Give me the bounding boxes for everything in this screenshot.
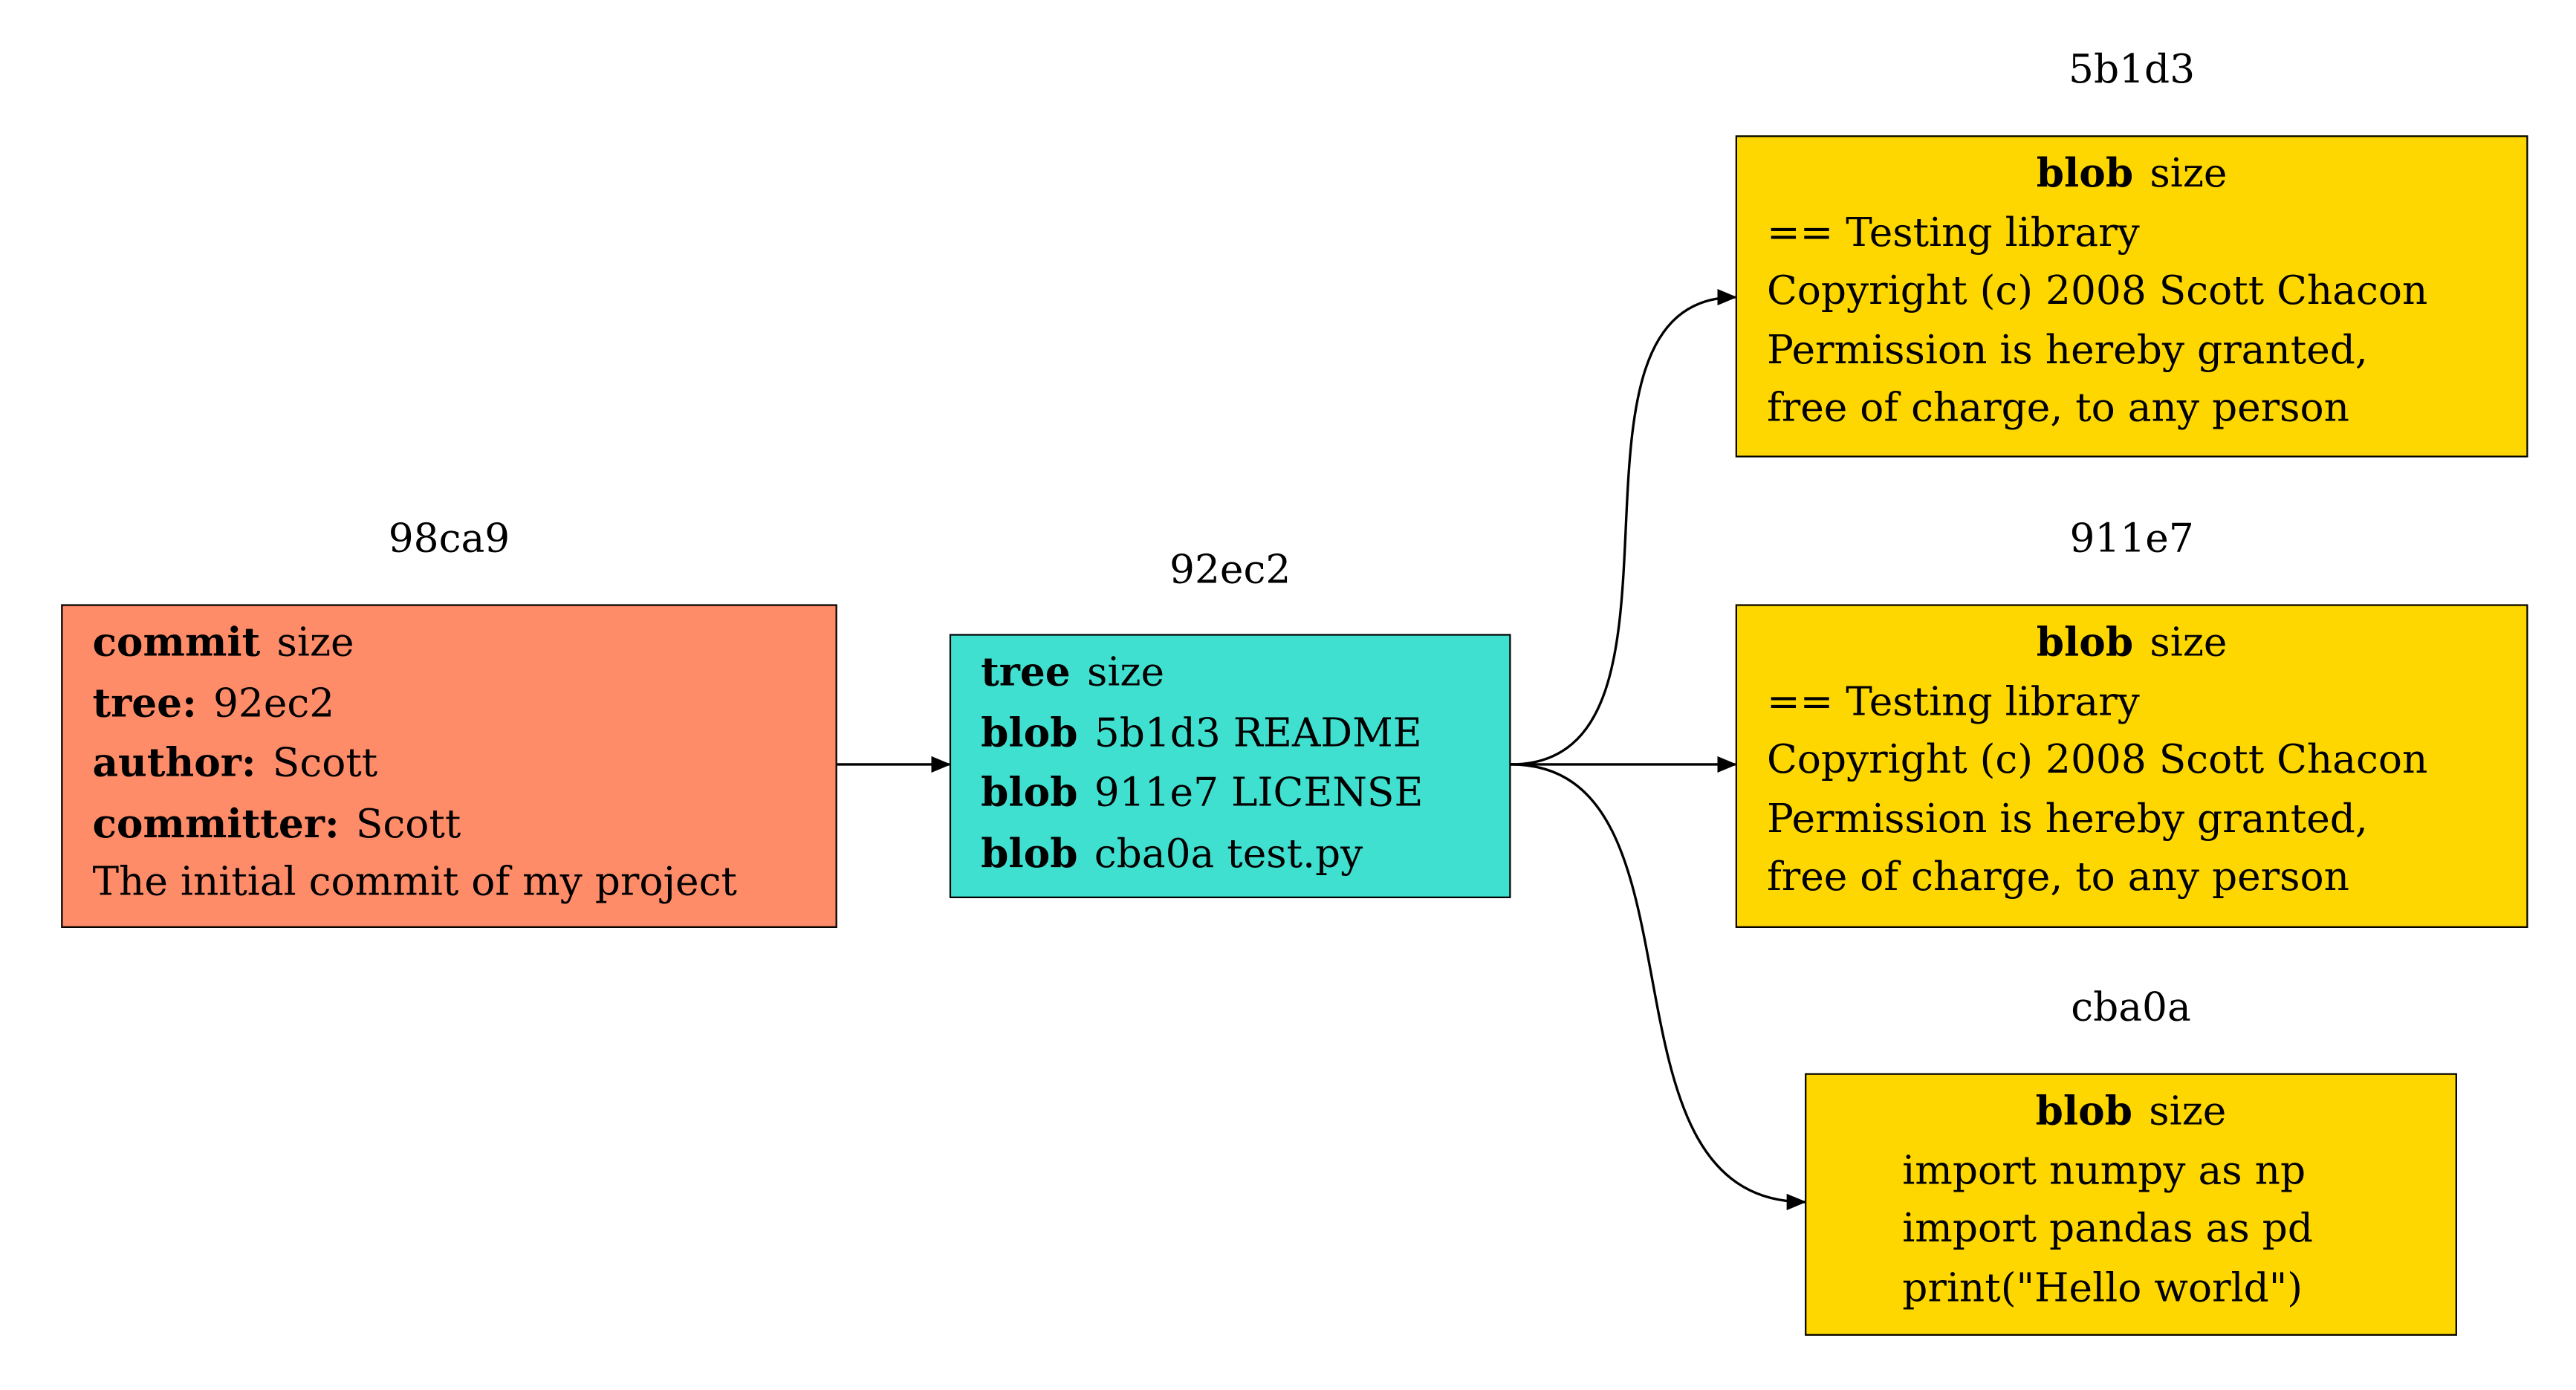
commit-tree-value: 92ec2 <box>213 679 335 726</box>
blob-id-label: 5b1d3 <box>2069 46 2196 93</box>
blob-content-line: == Testing library <box>1766 678 2140 724</box>
commit-message: The initial commit of my project <box>92 858 737 905</box>
commit-tree-row: tree: 92ec2 <box>92 673 805 733</box>
tree-size-label: size <box>1086 649 1165 695</box>
blob-type-label: blob <box>2035 1086 2133 1134</box>
commit-header-row: commit size <box>92 613 805 673</box>
commit-author-row: author: Scott <box>92 733 805 793</box>
blob-node-5b1d3: blob size == Testing library Copyright (c… <box>1735 135 2528 458</box>
blob-size-label: size <box>2150 619 2228 666</box>
tree-entry-type: blob <box>981 707 1078 756</box>
tree-entry-value: 5b1d3 README <box>1094 709 1422 756</box>
blob-content-line: import numpy as np <box>1902 1146 2306 1193</box>
tree-type-label: tree <box>981 647 1071 695</box>
commit-id-label: 98ca9 <box>388 515 510 562</box>
commit-author-value: Scott <box>272 739 378 786</box>
tree-entry-value: 911e7 LICENSE <box>1094 769 1424 816</box>
blob-size-label: size <box>2150 150 2228 197</box>
blob-header-row: blob size <box>1902 1082 2456 1142</box>
commit-author-key: author: <box>92 738 256 786</box>
tree-id-label: 92ec2 <box>1169 546 1291 593</box>
tree-entry: blob 911e7 LICENSE <box>981 763 1479 823</box>
blob-content-line: free of charge, to any person <box>1766 853 2350 900</box>
blob-id-label: cba0a <box>2071 984 2191 1030</box>
blob-header-row: blob size <box>1767 143 2496 204</box>
edge-tree-to-blob-5b1d3 <box>1511 288 1737 766</box>
commit-committer-key: committer: <box>92 798 340 846</box>
tree-node: tree size blob 5b1d3 README blob 911e7 LICE… <box>949 634 1511 898</box>
tree-entry: blob 5b1d3 README <box>981 703 1479 763</box>
blob-size-label: size <box>2149 1088 2227 1134</box>
commit-committer-row: committer: Scott <box>92 793 805 854</box>
blob-content-line: Copyright (c) 2008 Scott Chacon <box>1766 267 2428 314</box>
tree-entry-type: blob <box>981 767 1078 816</box>
commit-tree-key: tree: <box>92 678 197 726</box>
blob-type-label: blob <box>2036 149 2134 197</box>
tree-entry-value: cba0a test.py <box>1094 829 1363 876</box>
blob-content-line: == Testing library <box>1766 209 2140 256</box>
commit-committer-value: Scott <box>355 799 461 846</box>
blob-content-line: Permission is hereby granted, <box>1766 795 2368 842</box>
tree-header-row: tree size <box>981 643 1479 703</box>
tree-entry-type: blob <box>981 828 1078 876</box>
blob-header-row: blob size <box>1767 613 2496 673</box>
blob-content-line: Permission is hereby granted, <box>1766 325 2368 373</box>
tree-entry: blob cba0a test.py <box>981 823 1479 883</box>
edge-tree-to-blob-cba0a <box>1511 763 1807 1210</box>
blob-id-label: 911e7 <box>2069 515 2194 562</box>
commit-type-label: commit <box>92 617 261 666</box>
blob-content-line: Copyright (c) 2008 Scott Chacon <box>1766 736 2428 783</box>
blob-content-line: free of charge, to any person <box>1766 384 2350 432</box>
blob-node-911e7: blob size == Testing library Copyright (c… <box>1735 604 2528 928</box>
commit-size-label: size <box>276 619 354 666</box>
blob-node-cba0a: blob size import numpy as np import panda… <box>1805 1073 2457 1336</box>
commit-node: commit size tree: 92ec2 author: Scott commi… <box>61 604 837 928</box>
blob-content-line: print("Hello world") <box>1902 1264 2303 1311</box>
blob-content-line: import pandas as pd <box>1902 1205 2313 1252</box>
blob-type-label: blob <box>2036 617 2134 666</box>
